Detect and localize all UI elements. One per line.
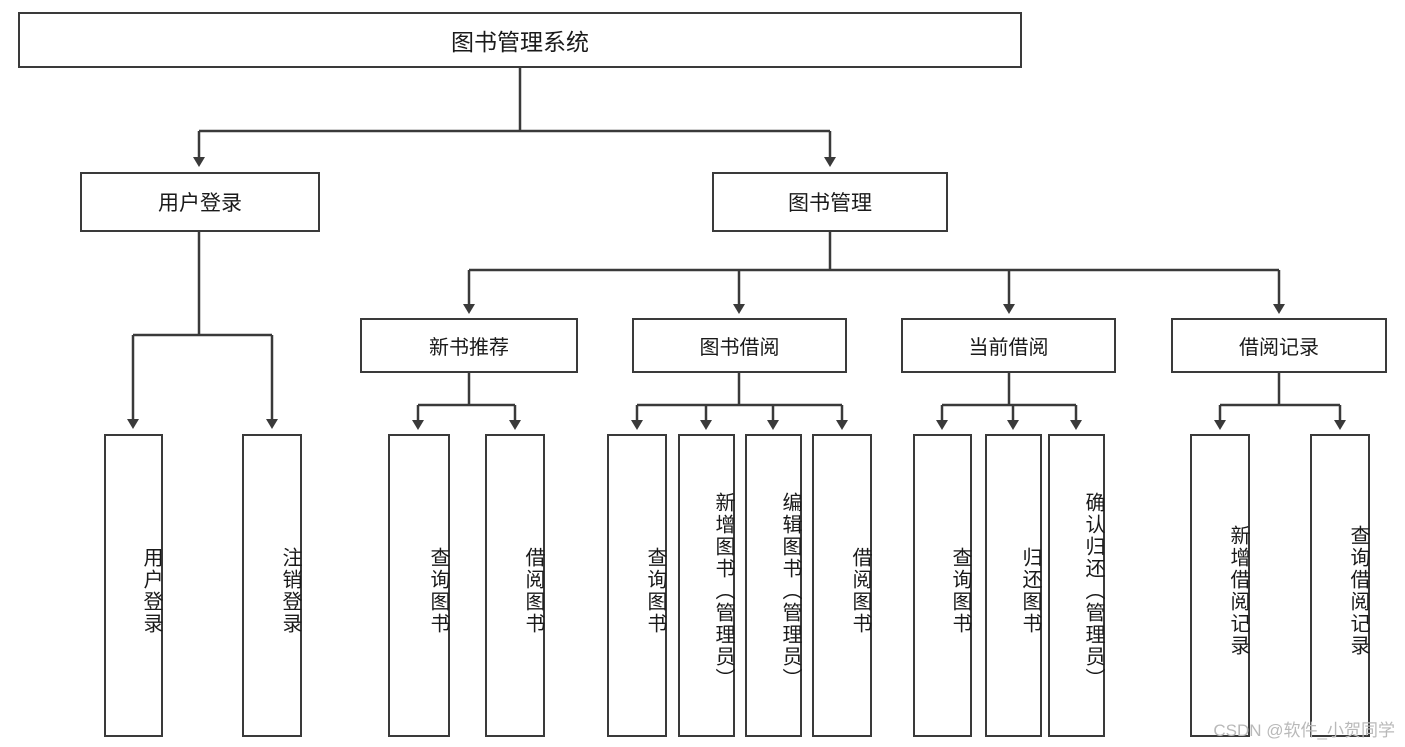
node-leaf-add-book-label: 新增图书（管理员）: [712, 491, 734, 690]
node-leaf-borrow-book-2[interactable]: 借阅图书: [812, 434, 872, 737]
node-user-login-label: 用户登录: [158, 192, 242, 215]
node-leaf-query-book-3[interactable]: 查询图书: [913, 434, 972, 737]
node-leaf-return-book[interactable]: 归还图书: [985, 434, 1042, 737]
node-leaf-query-book-1[interactable]: 查询图书: [388, 434, 450, 737]
node-root[interactable]: 图书管理系统: [18, 12, 1022, 68]
node-book-management[interactable]: 图书管理: [712, 172, 948, 232]
node-leaf-user-login[interactable]: 用户登录: [104, 434, 163, 737]
node-leaf-query-record-label: 查询借阅记录: [1347, 524, 1369, 657]
node-leaf-query-record[interactable]: 查询借阅记录: [1310, 434, 1370, 737]
node-current-borrow-label: 当前借阅: [968, 337, 1049, 359]
node-leaf-return-book-label: 归还图书: [1019, 546, 1041, 635]
node-leaf-add-record-label: 新增借阅记录: [1227, 524, 1249, 657]
node-leaf-confirm-return[interactable]: 确认归还（管理员）: [1048, 434, 1105, 737]
node-user-login[interactable]: 用户登录: [80, 172, 320, 232]
node-borrow-record[interactable]: 借阅记录: [1171, 318, 1387, 373]
node-leaf-logout-login[interactable]: 注销登录: [242, 434, 302, 737]
node-borrow-record-label: 借阅记录: [1239, 337, 1319, 359]
node-leaf-borrow-book-1[interactable]: 借阅图书: [485, 434, 545, 737]
node-root-label: 图书管理系统: [451, 29, 589, 55]
node-leaf-user-login-label: 用户登录: [140, 546, 162, 635]
node-new-book-recommend-label: 新书推荐: [429, 337, 509, 359]
node-leaf-logout-login-label: 注销登录: [279, 546, 301, 635]
node-leaf-confirm-return-label: 确认归还（管理员）: [1082, 491, 1104, 690]
node-leaf-borrow-book-2-label: 借阅图书: [849, 546, 871, 635]
watermark-text: CSDN @软件_小贺同学: [1213, 721, 1395, 740]
node-leaf-add-book[interactable]: 新增图书（管理员）: [678, 434, 735, 737]
node-leaf-query-book-3-label: 查询图书: [949, 546, 971, 635]
node-leaf-add-record[interactable]: 新增借阅记录: [1190, 434, 1250, 737]
node-leaf-query-book-2-label: 查询图书: [644, 546, 666, 635]
node-book-management-label: 图书管理: [788, 192, 872, 215]
node-leaf-edit-book-label: 编辑图书（管理员）: [779, 491, 801, 690]
node-leaf-borrow-book-1-label: 借阅图书: [522, 546, 544, 635]
node-leaf-edit-book[interactable]: 编辑图书（管理员）: [745, 434, 802, 737]
node-leaf-query-book-1-label: 查询图书: [427, 546, 449, 635]
node-leaf-query-book-2[interactable]: 查询图书: [607, 434, 667, 737]
node-current-borrow[interactable]: 当前借阅: [901, 318, 1116, 373]
node-book-borrow[interactable]: 图书借阅: [632, 318, 847, 373]
node-new-book-recommend[interactable]: 新书推荐: [360, 318, 578, 373]
node-book-borrow-label: 图书借阅: [699, 337, 780, 359]
